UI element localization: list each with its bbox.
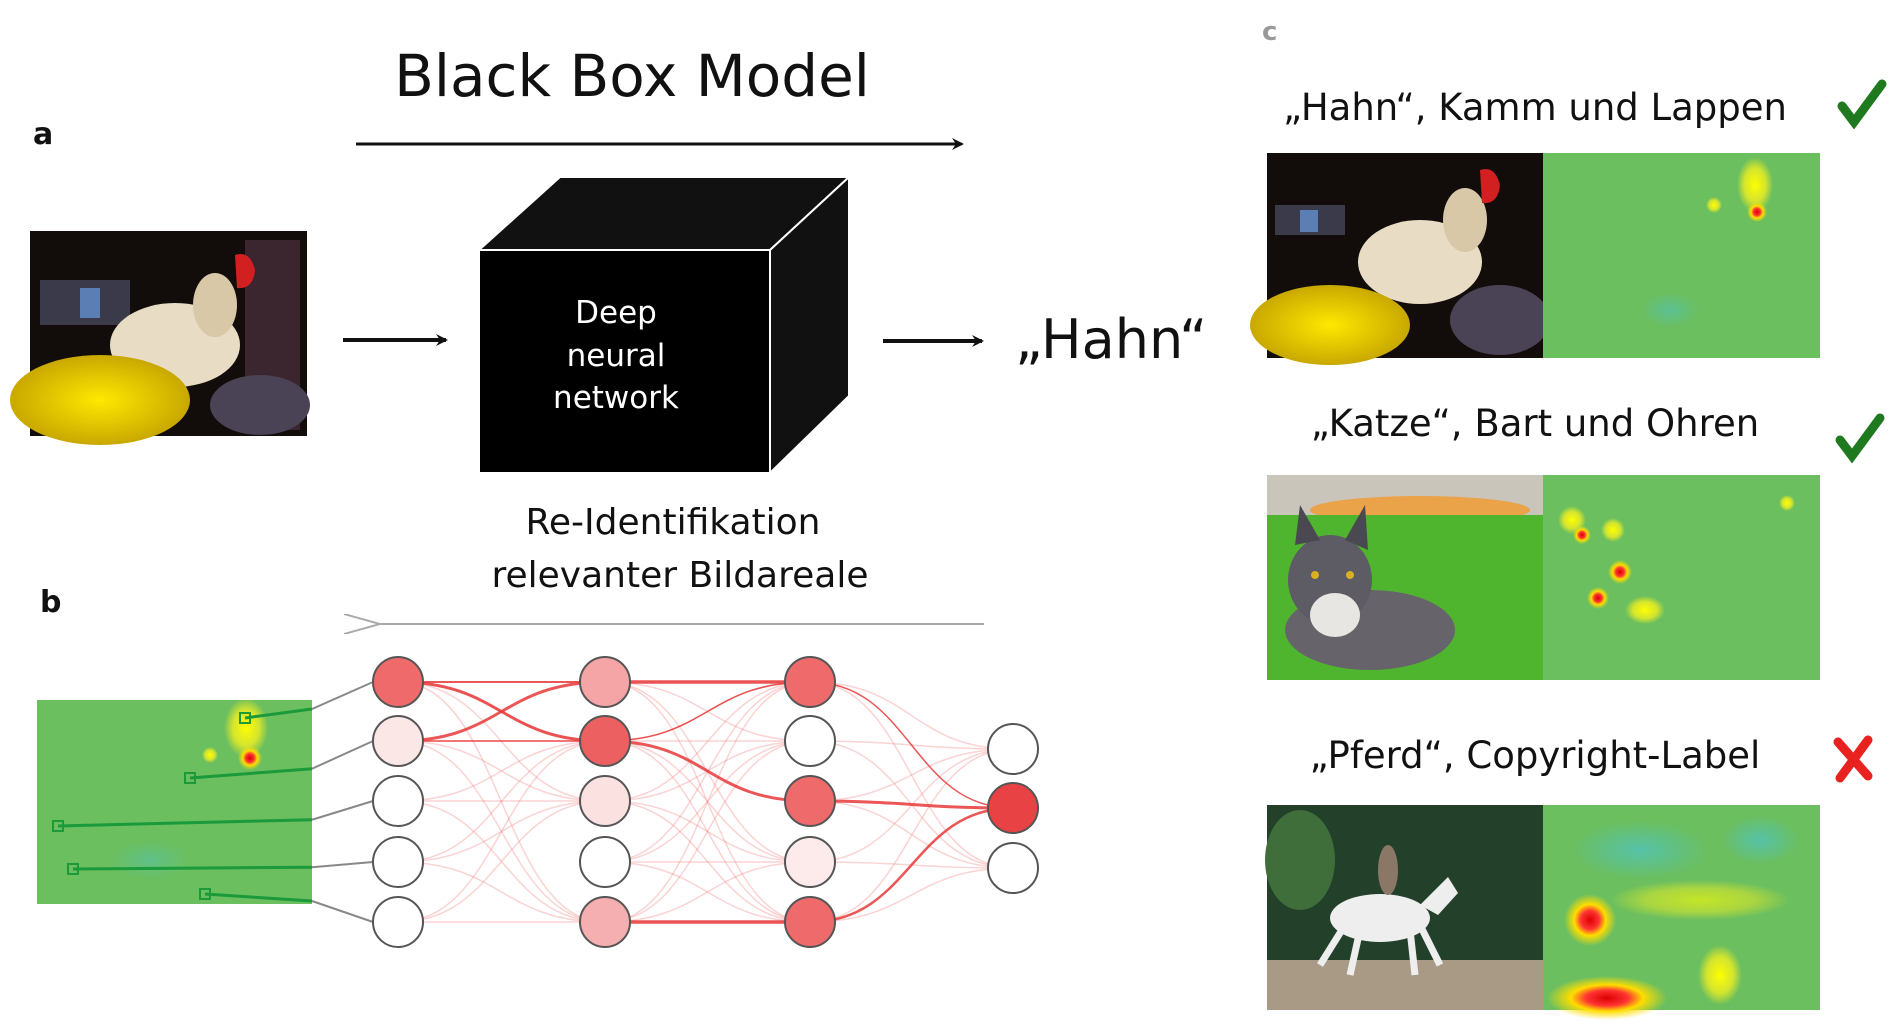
caption-line-1: Re-Identifikation [526, 502, 821, 543]
black-box-cube: Deep neural network [476, 174, 852, 476]
horse-photo [1265, 805, 1543, 1010]
faint-edge [604, 861, 811, 923]
faint-edge [397, 740, 606, 802]
rooster-heatmap-c [1543, 153, 1820, 358]
relevance-link [244, 707, 313, 720]
faint-edge [604, 800, 811, 863]
neuron-node [372, 775, 424, 827]
horse-heatmap [1543, 805, 1820, 1020]
faint-edge [397, 740, 606, 923]
strong-edge [604, 739, 811, 803]
box-line-1: Deep [575, 295, 657, 331]
faint-edge [604, 740, 811, 863]
faint-edge [397, 740, 606, 863]
panel-b-label: b [40, 585, 61, 620]
neuron-node [784, 775, 836, 827]
faint-edge [809, 800, 1014, 869]
cross-icon [1833, 735, 1873, 783]
faint-edge [809, 681, 1014, 869]
neuron-node [372, 715, 424, 767]
panel-c-label: c [1262, 17, 1277, 47]
relevance-link-gray [311, 740, 374, 770]
cat-photo [1267, 475, 1543, 680]
faint-edge [809, 748, 1014, 802]
box-line-2: neural [567, 338, 666, 374]
relevance-link [57, 818, 313, 828]
neuron-node [579, 775, 631, 827]
example-caption-2: „Katze“, Bart und Ohren [1311, 402, 1759, 445]
faint-edge [604, 681, 811, 923]
faint-edge [604, 740, 811, 923]
prediction-label: „Hahn“ [1015, 308, 1207, 371]
faint-edge [604, 861, 811, 923]
neuron-node [579, 656, 631, 708]
pixel-marker [199, 888, 211, 900]
neuron-node [372, 836, 424, 888]
strong-edge [809, 799, 1014, 810]
pixel-marker [239, 712, 251, 724]
faint-edge [397, 800, 606, 923]
faint-edge [604, 740, 811, 923]
black-box-title: Black Box Model [394, 42, 870, 110]
heatmap-links [52, 681, 374, 923]
faint-edge [397, 681, 606, 923]
faint-edge [397, 861, 606, 923]
faint-edge [604, 740, 811, 863]
neuron-node [784, 656, 836, 708]
neuron-node [579, 836, 631, 888]
faint-edge [604, 681, 811, 802]
pixel-marker [184, 772, 196, 784]
relevance-link-gray [311, 800, 374, 821]
strong-edge [809, 681, 1014, 809]
neuron-node [987, 782, 1039, 834]
faint-edge [809, 681, 1014, 750]
strong-edge [604, 681, 811, 742]
rooster-photo-c [1250, 153, 1550, 365]
neuron-node [987, 842, 1039, 894]
faint-edge [809, 748, 1014, 923]
neuron-node [784, 836, 836, 888]
cat-heatmap [1543, 475, 1820, 680]
network-edges [397, 680, 1014, 924]
neuron-node [372, 896, 424, 948]
faint-edge [397, 740, 606, 802]
faint-edge [397, 740, 606, 923]
example-caption-3: „Pferd“, Copyright-Label [1310, 734, 1761, 777]
neuron-node [579, 715, 631, 767]
faint-edge [397, 800, 606, 923]
relevance-link-gray [311, 681, 374, 710]
panel-a-label: a [33, 117, 53, 152]
check-icon [1837, 79, 1887, 130]
network-nodes [372, 656, 1039, 948]
box-line-3: network [553, 380, 679, 416]
neuron-node [784, 715, 836, 767]
example-caption-1: „Hahn“, Kamm und Lappen [1283, 86, 1787, 129]
neuron-node [579, 896, 631, 948]
faint-edge [604, 681, 811, 923]
faint-edge [604, 800, 811, 923]
relevance-link [189, 767, 313, 780]
faint-edge [397, 800, 606, 863]
neuron-node [784, 896, 836, 948]
check-icon [1835, 413, 1885, 464]
neuron-node [372, 656, 424, 708]
relevance-link [72, 865, 313, 871]
caption-line-2: relevanter Bildareale [492, 555, 869, 596]
strong-edge [397, 680, 606, 743]
strong-edge [809, 806, 1014, 924]
rooster-photo [10, 231, 310, 445]
relevance-link-gray [311, 861, 374, 869]
pixel-marker [67, 863, 79, 875]
relevance-link [204, 892, 313, 903]
faint-edge [809, 867, 1014, 923]
relevance-link-gray [311, 900, 374, 923]
pixel-marker [52, 820, 64, 832]
neuron-node [987, 723, 1039, 775]
